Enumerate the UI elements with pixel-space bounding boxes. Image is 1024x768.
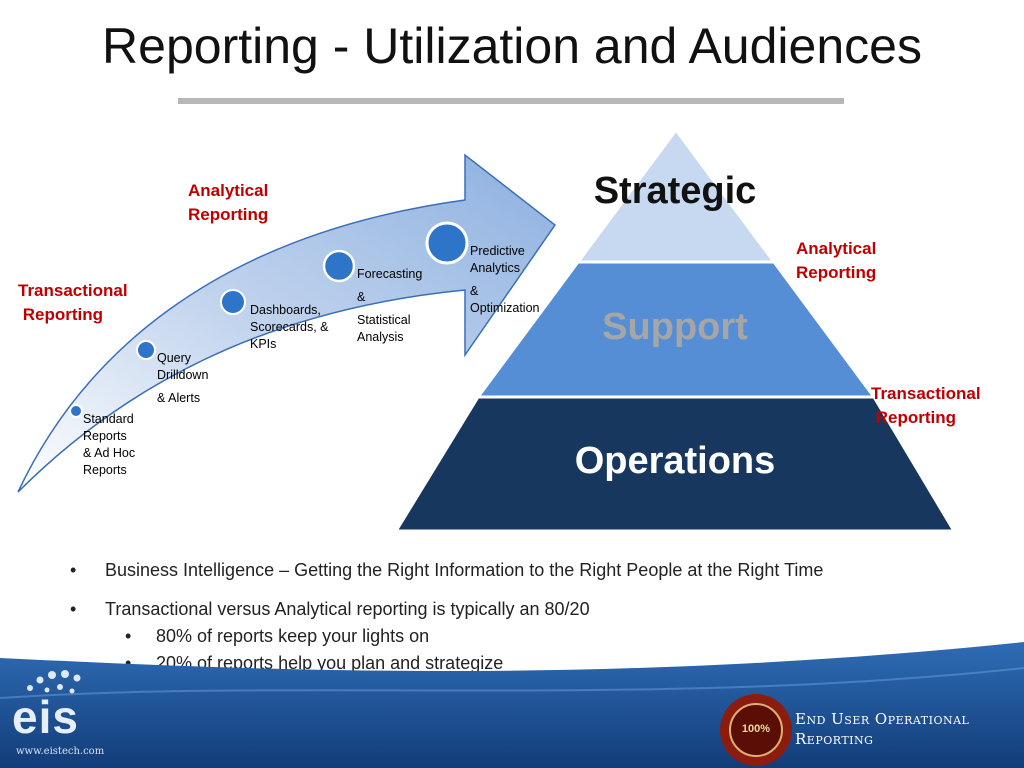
- eis-logo-dots: [27, 670, 81, 694]
- pyramid-label-support: Support: [602, 306, 748, 348]
- step-label-predictive: Predictive Analytics & Optimization: [470, 244, 540, 315]
- step-marker-1: [69, 404, 83, 418]
- seal-text: 100%: [741, 723, 771, 735]
- eis-logo: eis: [12, 691, 79, 743]
- quality-seal-icon: [720, 694, 792, 766]
- step-marker-3: [220, 289, 246, 315]
- arrow-transactional-label: Transactional Reporting: [18, 281, 128, 324]
- pyramid-analytical-label: Analytical Reporting: [796, 239, 877, 282]
- curved-arrow-shape: [17, 153, 557, 493]
- step-label-forecasting: Forecasting & Statistical Analysis: [357, 267, 423, 344]
- pyramid-label-operations: Operations: [574, 440, 776, 482]
- step-marker-4: [322, 249, 356, 283]
- growth-arrow-diagram: [17, 153, 557, 493]
- step-label-dashboards: Dashboards, Scorecards, & KPIs: [250, 303, 329, 351]
- pyramid-tier-operations: [393, 395, 957, 533]
- step-marker-2: [136, 340, 156, 360]
- step-marker-5: [425, 221, 469, 265]
- sub-bullet-item-1: • 80% of reports keep your lights on: [125, 626, 430, 646]
- audience-pyramid: [393, 127, 957, 533]
- footer-tagline: End User Operational Reporting: [795, 710, 970, 748]
- step-label-standard-reports: Standard Reports & Ad Hoc Reports: [83, 412, 136, 477]
- footer-url: www.eistech.com: [16, 746, 105, 757]
- bullet-item-2: • Transactional versus Analytical report…: [70, 599, 590, 619]
- pyramid-transactional-label: Transactional Reporting: [871, 384, 981, 427]
- slide-title: Reporting - Utilization and Audiences: [102, 18, 922, 74]
- step-label-query-drilldown: Query Drilldown & Alerts: [157, 351, 209, 405]
- footer-band: [0, 642, 1024, 768]
- bullet-item-1: • Business Intelligence – Getting the Ri…: [70, 560, 824, 580]
- title-divider: [178, 98, 844, 104]
- arrow-analytical-label: Analytical Reporting: [188, 181, 269, 224]
- pyramid-label-strategic: Strategic: [593, 170, 757, 212]
